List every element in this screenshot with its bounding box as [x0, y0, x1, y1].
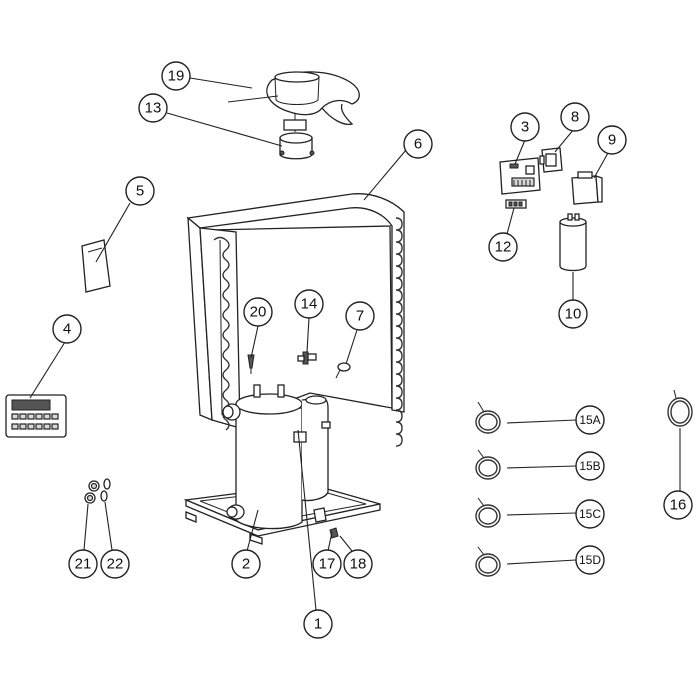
callout-14: 14 [294, 289, 324, 319]
callout-2: 2 [231, 549, 261, 579]
callout-10: 10 [558, 299, 588, 329]
right-coil-tubes [395, 217, 403, 447]
condenser-coil [186, 193, 405, 447]
callout-14-label: 14 [301, 296, 318, 313]
control-board [499, 157, 541, 195]
callout-15b: 15B [575, 451, 605, 481]
callout-3-label: 3 [521, 119, 529, 136]
fan-capacitor [571, 171, 603, 205]
callout-20-label: 20 [250, 304, 267, 321]
run-capacitor [559, 213, 587, 272]
callout-7: 7 [345, 301, 375, 331]
callout-1-label: 1 [314, 616, 322, 633]
wired-controller [5, 394, 67, 438]
callout-15a-label: 15A [579, 413, 600, 427]
tube-15d [475, 546, 501, 577]
callout-21-label: 21 [75, 556, 92, 573]
callout-12: 12 [488, 232, 518, 262]
coiled-tubes [475, 401, 501, 577]
callout-13-label: 13 [145, 100, 162, 117]
fan-motor [279, 114, 315, 160]
callout-9-label: 9 [608, 132, 616, 149]
tube-15b [475, 449, 501, 480]
temperature-sensor [335, 362, 351, 379]
tube-15a [475, 401, 501, 434]
callout-8-label: 8 [571, 109, 579, 126]
flare-nuts [84, 478, 111, 504]
callout-6: 6 [403, 129, 433, 159]
callout-9: 9 [597, 125, 627, 155]
callout-8: 8 [560, 102, 590, 132]
contactor [539, 147, 563, 173]
long-tube [667, 389, 693, 427]
callout-10-label: 10 [565, 306, 582, 323]
callout-22: 22 [100, 549, 130, 579]
callout-13: 13 [138, 93, 168, 123]
callout-15a: 15A [575, 405, 605, 435]
callout-15c: 15C [575, 499, 605, 529]
callout-18: 18 [343, 549, 373, 579]
cover-panel [81, 239, 111, 293]
leader-lines [29, 77, 681, 611]
callout-1: 1 [303, 609, 333, 639]
callout-17: 17 [312, 549, 342, 579]
callout-7-label: 7 [356, 308, 364, 325]
callout-15c-label: 15C [579, 507, 601, 521]
fan-blade [227, 71, 360, 126]
terminal-block [505, 199, 527, 209]
callout-3: 3 [510, 112, 540, 142]
callout-19: 19 [161, 61, 191, 91]
callout-16-label: 16 [670, 497, 687, 514]
callout-17-label: 17 [319, 556, 336, 573]
callout-15b-label: 15B [579, 459, 600, 473]
callout-12-label: 12 [495, 239, 512, 256]
compressor [222, 384, 331, 530]
callout-6-label: 6 [414, 136, 422, 153]
tube-15c [475, 497, 501, 528]
callout-15d-label: 15D [579, 553, 601, 567]
callout-4: 4 [52, 314, 82, 344]
callout-15d: 15D [575, 545, 605, 575]
callout-20: 20 [243, 297, 273, 327]
service-valve [297, 351, 317, 365]
callout-2-label: 2 [242, 556, 250, 573]
callout-5-label: 5 [136, 183, 144, 200]
callout-5: 5 [125, 176, 155, 206]
callout-4-label: 4 [63, 321, 71, 338]
callout-18-label: 18 [350, 556, 367, 573]
left-coil-tubes [213, 236, 230, 431]
callout-22-label: 22 [107, 556, 124, 573]
callout-21: 21 [68, 549, 98, 579]
callout-19-label: 19 [168, 68, 185, 85]
callout-16: 16 [663, 490, 693, 520]
